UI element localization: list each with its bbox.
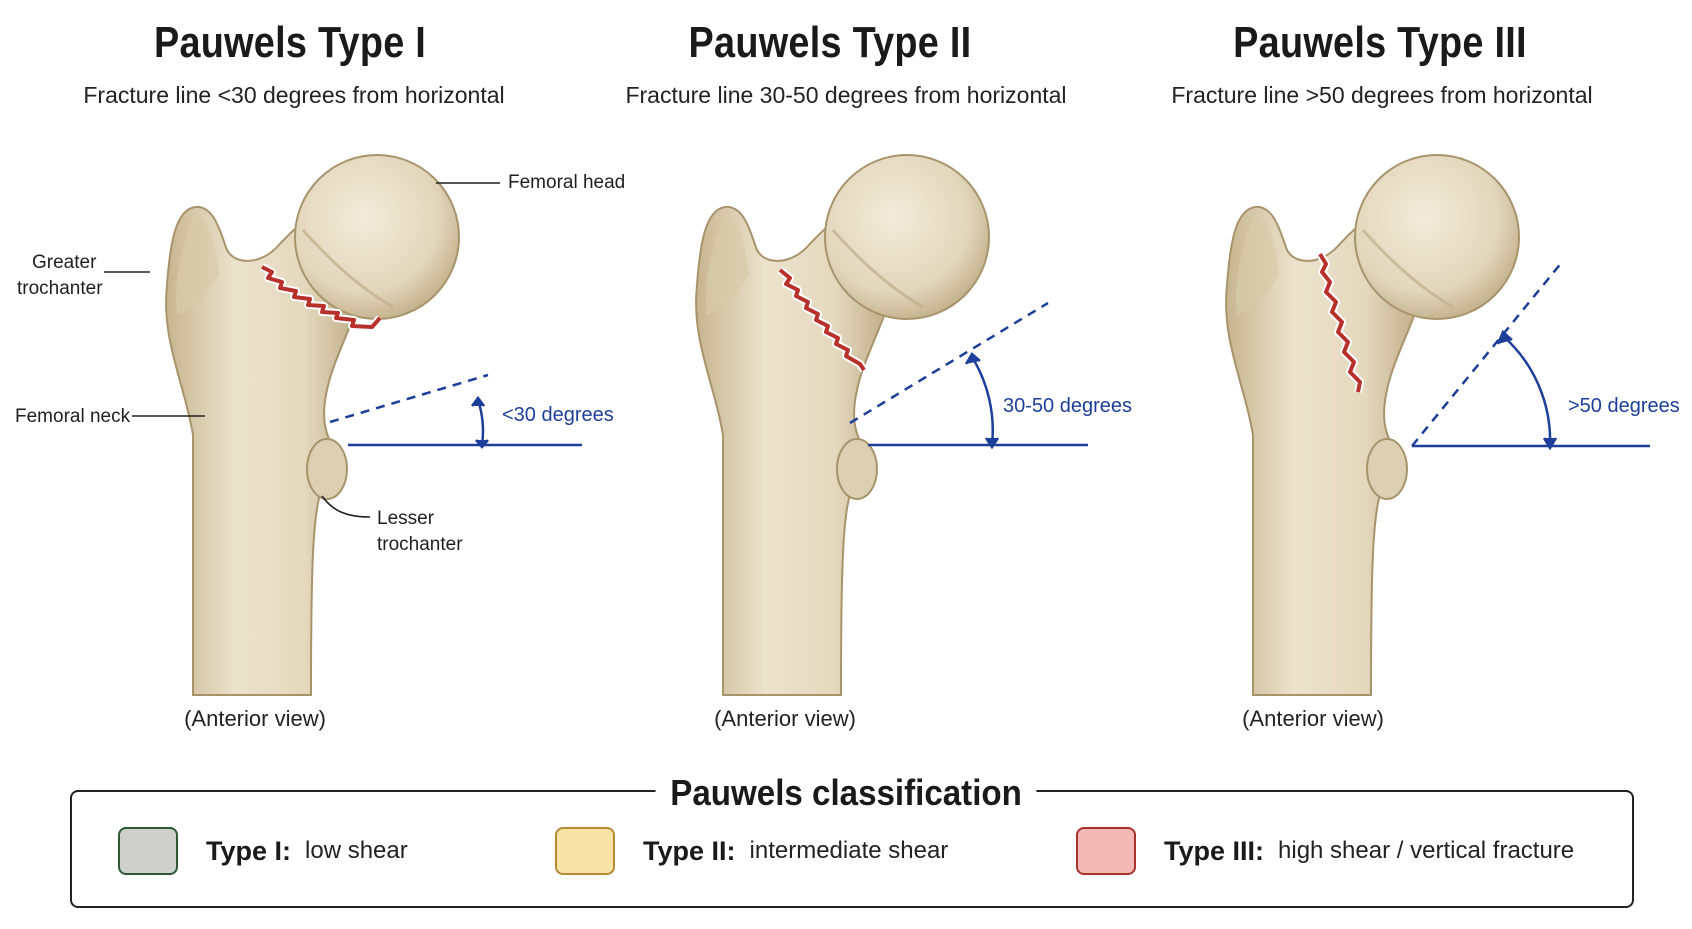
panel-2-title: Pauwels Type II (688, 18, 972, 67)
view-label-type-2: (Anterior view) (714, 706, 856, 731)
femur-type-1 (164, 153, 461, 697)
angle-indicator-type-3 (1411, 261, 1650, 451)
legend-type-3-label: Type III: (1164, 835, 1265, 866)
label-femoral-neck: Femoral neck (15, 406, 131, 427)
view-label-type-3: (Anterior view) (1242, 706, 1384, 731)
legend-title-wrap: Pauwels classification (0, 772, 1692, 814)
legend-title: Pauwels classification (655, 772, 1037, 814)
panel-1-subtitle: Fracture line <30 degrees from horizonta… (83, 82, 505, 108)
leader-lines (104, 182, 500, 518)
fracture-line-type-1 (260, 263, 383, 331)
legend-type-2-desc: intermediate shear (749, 837, 949, 864)
swatch-type-3 (1076, 827, 1136, 875)
legend-item-type-3: Type III: high shear / vertical fracture (1076, 826, 1574, 876)
angle-label-type-2: 30-50 degrees (1003, 395, 1132, 417)
legend-item-type-1: Type I: low shear (118, 826, 408, 876)
femur-type-2 (694, 153, 991, 697)
fracture-line-type-3 (1316, 251, 1364, 393)
fracture-line-type-2 (777, 266, 868, 373)
legend-type-1-desc: low shear (305, 837, 408, 864)
panel-2-subtitle: Fracture line 30-50 degrees from horizon… (625, 82, 1067, 108)
angle-label-type-3: >50 degrees (1568, 395, 1680, 417)
legend-type-2-label: Type II: (643, 835, 736, 866)
legend-type-1-label: Type I: (206, 835, 292, 866)
label-femoral-head: Femoral head (508, 172, 626, 193)
panel-1-title: Pauwels Type I (153, 18, 427, 67)
label-lesser-trochanter-line1: Lesser (377, 508, 435, 529)
swatch-type-1 (118, 827, 178, 875)
label-greater-trochanter-line1: Greater (32, 252, 97, 273)
label-lesser-trochanter-line2: trochanter (377, 534, 463, 555)
panel-3-title: Pauwels Type III (1233, 18, 1527, 67)
angle-indicator-type-2 (849, 301, 1088, 450)
angle-indicator-type-1 (329, 373, 582, 449)
label-greater-trochanter-line2: trochanter (17, 278, 103, 299)
view-label-type-1: (Anterior view) (184, 706, 326, 731)
legend-type-3-desc: high shear / vertical fracture (1278, 837, 1575, 864)
swatch-type-2 (555, 827, 615, 875)
angle-label-type-1: <30 degrees (502, 404, 614, 426)
legend-item-type-2: Type II: intermediate shear (555, 826, 948, 876)
femur-type-3 (1224, 153, 1521, 697)
panel-3-subtitle: Fracture line >50 degrees from horizonta… (1171, 82, 1593, 108)
